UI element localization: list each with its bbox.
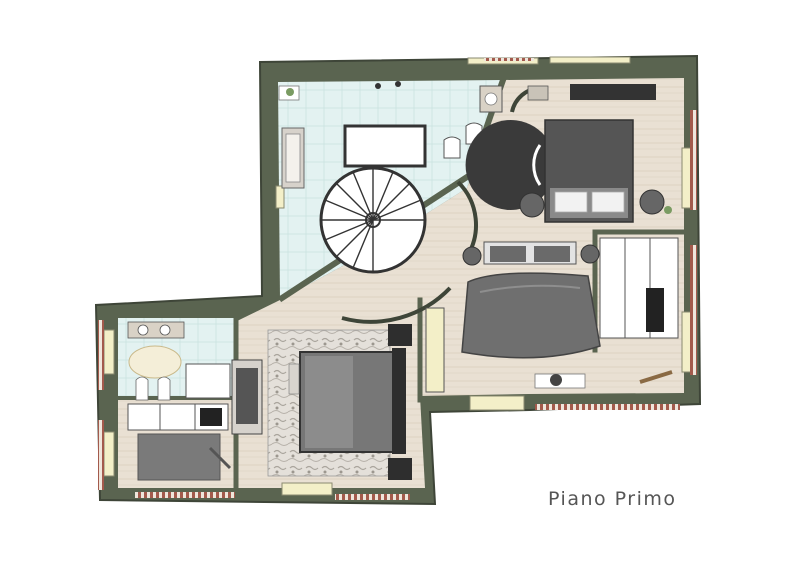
upper-bathroom-fixtures [278,81,503,189]
bench [425,307,445,393]
plan-title: Piano Primo [548,488,677,510]
upper-bedroom-furniture [465,84,672,223]
lower-room-furniture [127,403,232,481]
lower-bedroom-furniture [267,324,412,480]
spiral-staircase [319,166,427,274]
lower-bathroom-fixtures [127,321,263,435]
middle-bedroom-furniture [461,237,679,389]
brick-bands [98,58,697,500]
